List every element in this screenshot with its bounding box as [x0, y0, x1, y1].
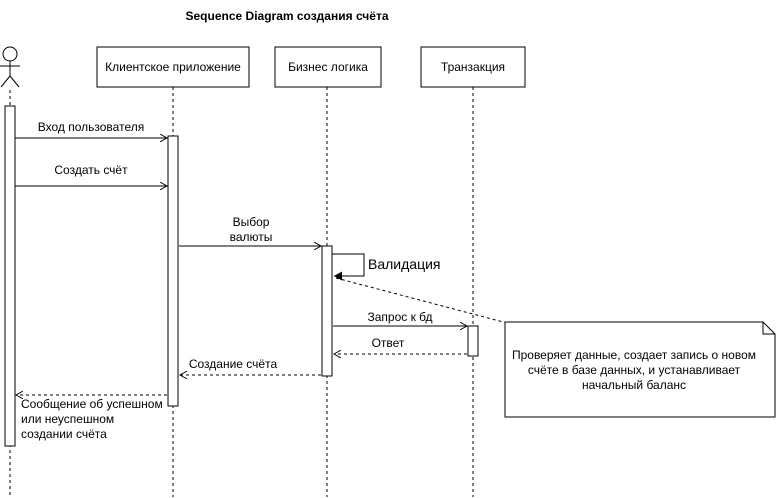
message-label-create-account: Создать счёт	[54, 163, 128, 177]
activation-user	[4, 105, 16, 447]
note-text-line3: начальный баланс	[582, 378, 686, 392]
message-label-result-line3: создании счёта	[21, 427, 107, 441]
lifeline-box-transaction: Транзакция	[420, 46, 526, 88]
lifeline-box-business: Бизнес логика	[274, 46, 382, 88]
message-label-result-line2: или неуспешном	[21, 412, 114, 426]
message-label-currency-line1: Выбор	[233, 215, 270, 229]
message-label-login: Вход пользователя	[38, 120, 144, 134]
message-label-db-request: Запрос к бд	[367, 310, 432, 324]
message-label-validation: Валидация	[368, 256, 441, 272]
lifeline-label-transaction: Транзакция	[441, 60, 505, 74]
activation-business	[321, 245, 333, 377]
message-label-answer: Ответ	[372, 336, 405, 350]
note-text-line1: Проверяет данные, создает запись о новом	[512, 348, 756, 362]
message-label-currency-line2: валюты	[230, 230, 273, 244]
activation-client	[167, 135, 179, 407]
message-label-result-line1: Сообщение об успешном	[21, 397, 163, 411]
note-box: Проверяет данные, создает запись о новом…	[504, 321, 776, 418]
lifeline-label-client: Клиентское приложение	[105, 60, 241, 74]
actor-user-icon	[0, 46, 20, 88]
lifeline-box-client: Клиентское приложение	[96, 46, 250, 88]
lifeline-label-business: Бизнес логика	[288, 60, 368, 74]
diagram-title: Sequence Diagram создания счёта	[186, 9, 389, 23]
note-text-line2: счёте в базе данных, и устанавливает	[528, 363, 741, 377]
activation-transaction	[467, 325, 479, 357]
message-arrow-validation	[332, 253, 365, 281]
message-label-account-created: Создание счёта	[189, 357, 278, 371]
